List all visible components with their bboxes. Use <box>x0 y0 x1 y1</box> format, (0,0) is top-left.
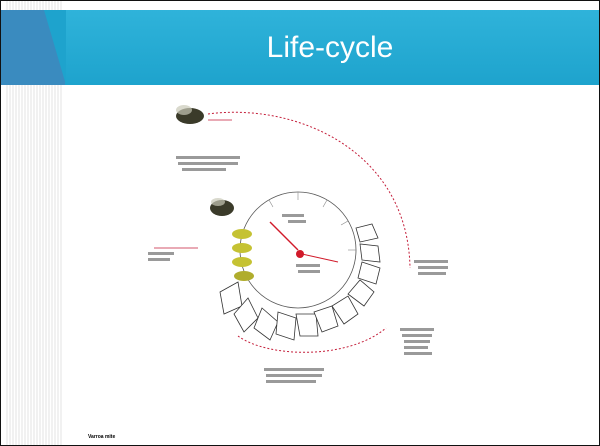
slide: Life-cycle <box>0 0 600 446</box>
slide-frame <box>0 0 600 446</box>
